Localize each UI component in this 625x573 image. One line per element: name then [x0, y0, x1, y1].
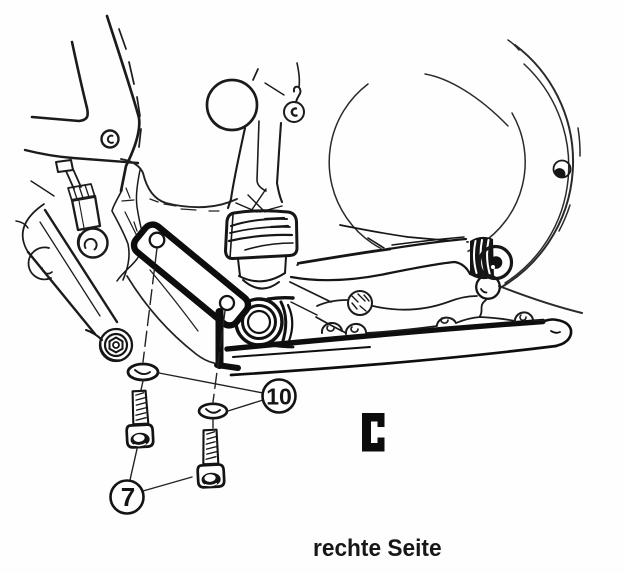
svg-text:10: 10	[266, 384, 292, 410]
svg-text:7: 7	[121, 482, 135, 512]
